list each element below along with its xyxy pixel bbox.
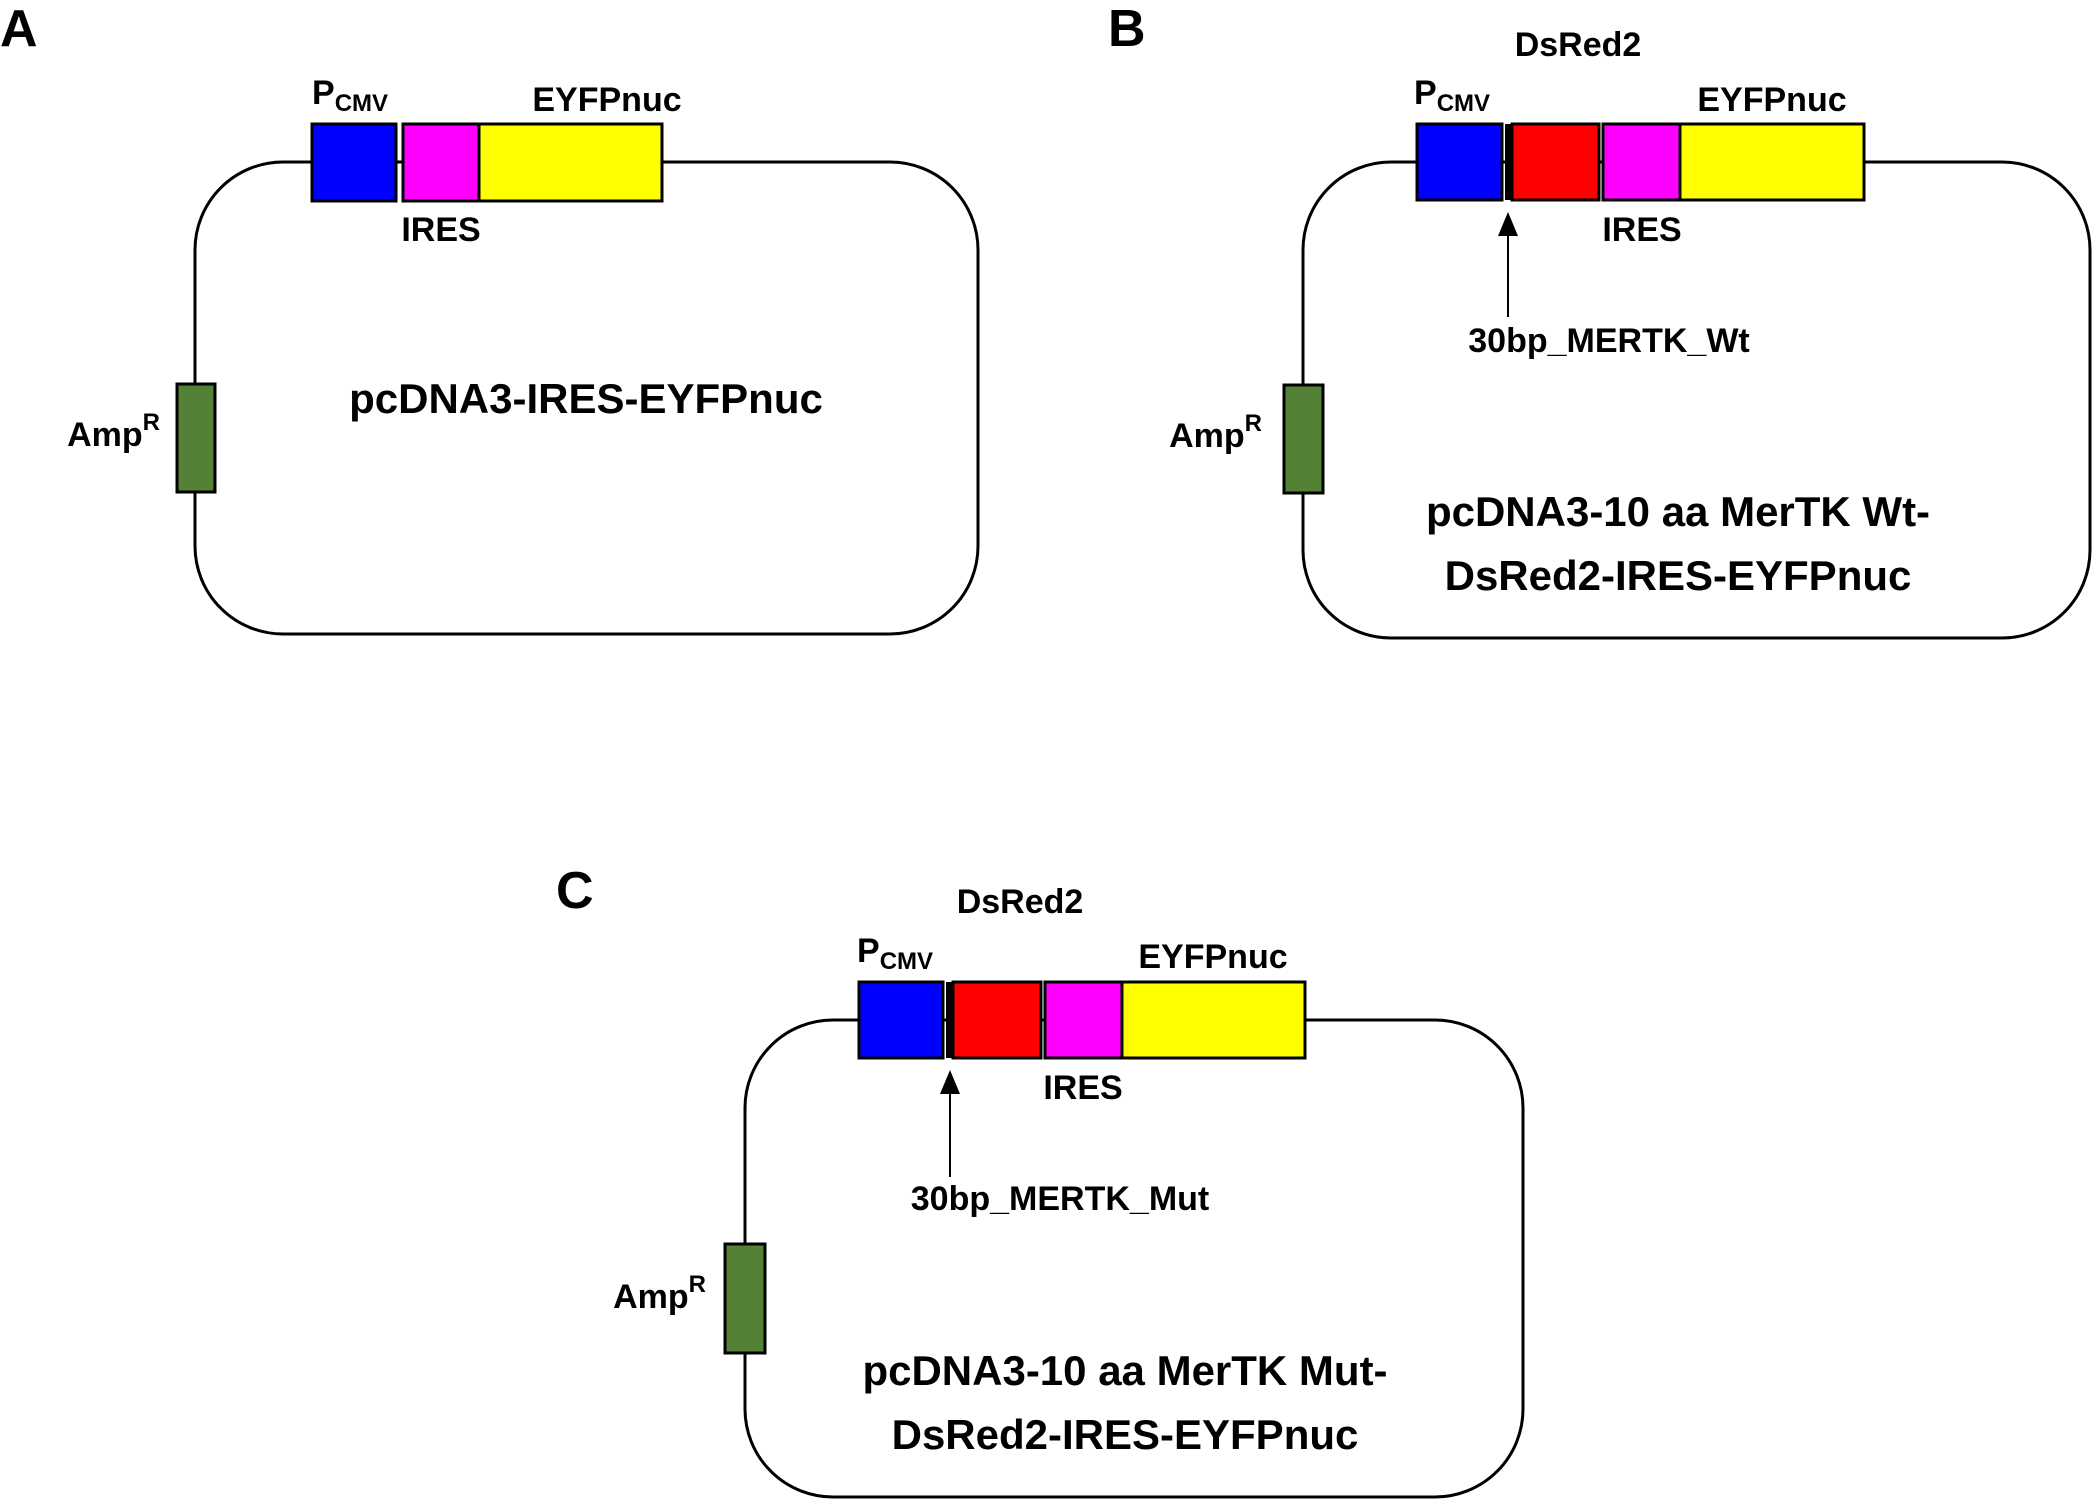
plasmid-title-line-1: pcDNA3-10 aa MerTK Mut- xyxy=(862,1347,1387,1394)
ampr-label: AmpR xyxy=(1169,410,1262,455)
panel-letter-b: B xyxy=(1108,0,1146,58)
plasmid-title-line-1: pcDNA3-10 aa MerTK Wt- xyxy=(1426,488,1930,535)
dsred2-label: DsRed2 xyxy=(957,883,1084,921)
eyfpnuc-box xyxy=(477,122,664,203)
mertk-insert-mark xyxy=(946,982,953,1058)
promoter-label: PCMV xyxy=(312,74,388,117)
eyfpnuc-label: EYFPnuc xyxy=(1697,81,1846,119)
promoter-cmv-box xyxy=(857,980,945,1060)
plasmid-title: pcDNA3-IRES-EYFPnuc xyxy=(349,375,823,422)
ires-label: IRES xyxy=(1602,211,1681,249)
panel-c: C DsRed2 PCMV EYFPnuc IRES 30bp_MERTK_Mu… xyxy=(556,862,1525,1499)
insert-site-label: 30bp_MERTK_Mut xyxy=(911,1180,1209,1218)
panel-letter-a: A xyxy=(0,0,38,58)
promoter-cmv-box xyxy=(310,122,398,203)
dsred2-box xyxy=(951,980,1043,1060)
promoter-cmv-box xyxy=(1415,122,1504,202)
eyfpnuc-label: EYFPnuc xyxy=(532,81,681,119)
ires-box xyxy=(1601,122,1682,202)
insert-site-label: 30bp_MERTK_Wt xyxy=(1468,322,1749,360)
panel-b: B DsRed2 PCMV EYFPnuc IRES 30bp_MERTK_Wt… xyxy=(1108,0,2092,640)
mertk-insert-mark xyxy=(1505,124,1512,200)
eyfpnuc-box xyxy=(1678,122,1866,202)
insert-arrow-icon xyxy=(940,1070,960,1094)
panel-a: A PCMV EYFPnuc IRES AmpR pcDNA3-IRES-EYF… xyxy=(0,0,980,636)
ampr-box xyxy=(1282,383,1325,495)
dsred2-box xyxy=(1510,122,1601,202)
ires-label: IRES xyxy=(1043,1069,1122,1107)
plasmid-title-line-2: DsRed2-IRES-EYFPnuc xyxy=(1445,552,1912,599)
ampr-box xyxy=(723,1242,767,1355)
promoter-label: PCMV xyxy=(1414,74,1490,117)
plasmid-title-line-2: DsRed2-IRES-EYFPnuc xyxy=(892,1411,1359,1458)
panel-letter-c: C xyxy=(556,862,594,920)
ampr-label: AmpR xyxy=(613,1271,706,1316)
insert-arrow-icon xyxy=(1498,212,1518,236)
ires-label: IRES xyxy=(401,211,480,249)
ires-box xyxy=(1043,980,1124,1060)
ampr-box xyxy=(175,382,217,494)
ires-box xyxy=(401,122,481,203)
eyfpnuc-box xyxy=(1120,980,1307,1060)
dsred2-label: DsRed2 xyxy=(1515,26,1642,64)
ampr-label: AmpR xyxy=(67,409,160,454)
eyfpnuc-label: EYFPnuc xyxy=(1138,938,1287,976)
promoter-label: PCMV xyxy=(857,932,933,975)
